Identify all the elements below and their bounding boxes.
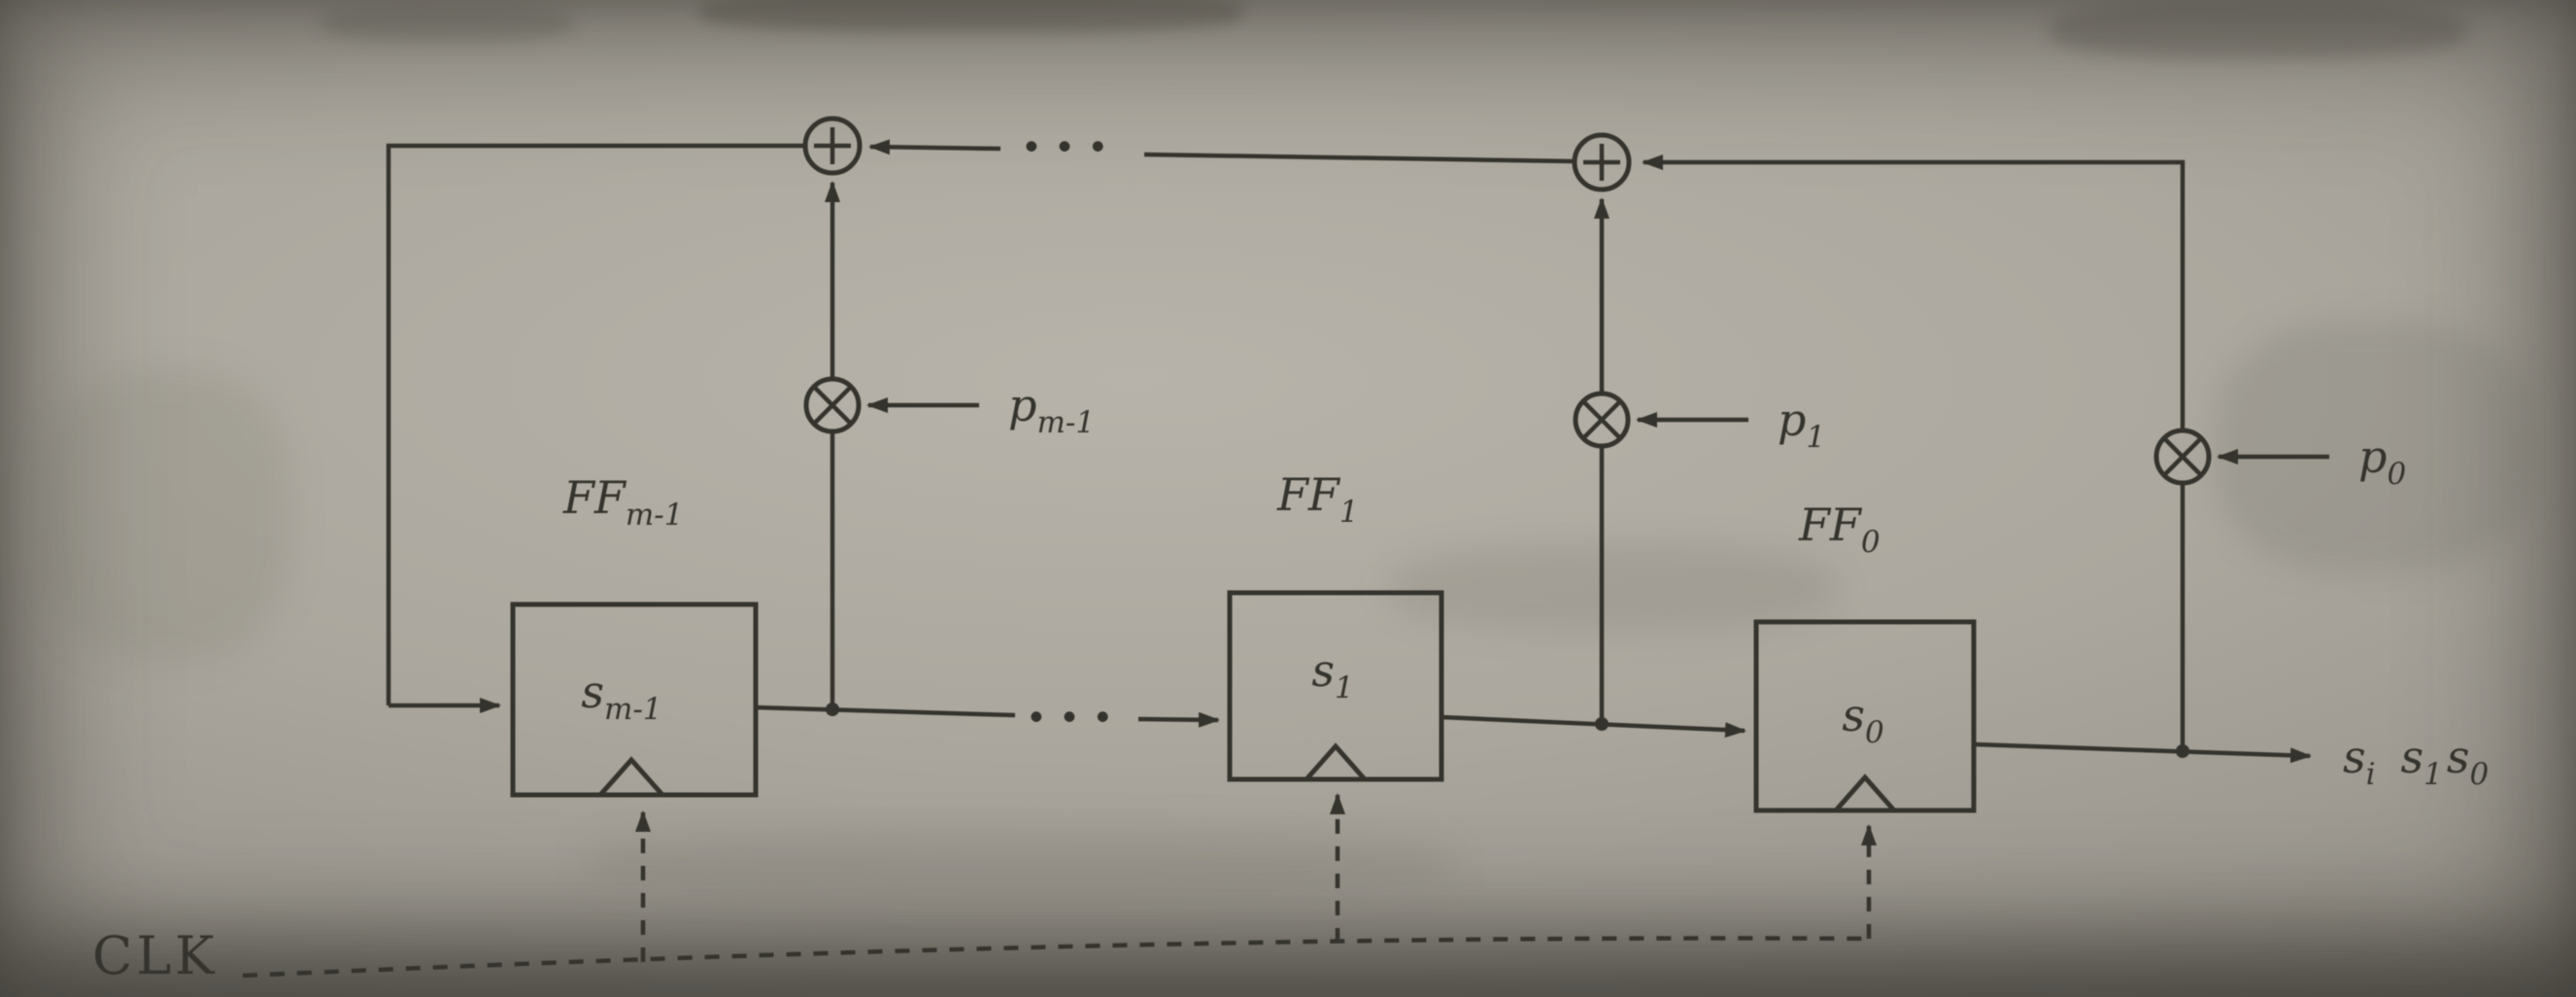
output-feedback-wire (1642, 155, 2189, 758)
flipflop-state: s0 (1842, 689, 1883, 750)
flipflop-label: FFm-1 (562, 471, 683, 533)
clock-bus-dashed (242, 936, 1874, 979)
xor-gate-icon (802, 116, 863, 176)
flipflop-label: FF1 (1276, 468, 1359, 530)
coefficient-label: pm-1 (1008, 379, 1095, 440)
clock-distribution: CLK (92, 793, 1877, 986)
multiplier-gate-icon (1573, 391, 1631, 449)
tap-middle-wire (1594, 197, 1610, 731)
ff0-input-arrow (1441, 714, 1746, 739)
flipflop-label: FF0 (1798, 498, 1881, 560)
coefficient-label: p1 (1778, 394, 1825, 455)
flipflop-state: sm-1 (581, 666, 661, 727)
multiplier-gate-icon (803, 376, 862, 434)
datapath-segment (755, 705, 1016, 718)
clock-label: CLK (92, 925, 219, 986)
flipflop-state: s1 (1311, 644, 1353, 705)
xor-gate-icon (1572, 132, 1632, 192)
feedback-wire-segment (386, 143, 805, 705)
multiplier-gate-icon (2153, 428, 2212, 486)
flipflop-0: FF0 s0 (1753, 498, 1977, 813)
coefficient-pm1: pm-1 (866, 379, 1095, 440)
shift-datapath (755, 705, 2312, 764)
ellipsis-top: ··· (1022, 114, 1122, 180)
feedback-wire (386, 143, 805, 713)
coefficient-p0: p0 (2217, 430, 2406, 492)
coefficient-p1: p1 (1636, 394, 1825, 455)
xor1-input-arrow (868, 139, 1001, 155)
xor-chain-segment (1143, 152, 1576, 164)
flipflop-1: FF1 s1 (1227, 468, 1444, 782)
xor-chain-wire (868, 139, 1576, 164)
clock-triangle-icon (1834, 774, 1896, 812)
xor2-input-arrow (1642, 155, 2186, 430)
tap-left-wire (825, 181, 840, 716)
output-arrow (1973, 741, 2312, 764)
flipflop-box (510, 602, 759, 798)
flipflop-box (1753, 619, 1977, 813)
ellipsis-mid: ··· (1027, 684, 1127, 750)
clock-triangle-icon (1305, 742, 1367, 781)
coefficient-label: p0 (2358, 430, 2406, 492)
ff1-input-arrow (1137, 711, 1220, 728)
flipflop-m-1: FFm-1 sm-1 (510, 471, 759, 798)
clock-triangle-icon (598, 756, 664, 797)
flipflop-box (1227, 590, 1444, 782)
